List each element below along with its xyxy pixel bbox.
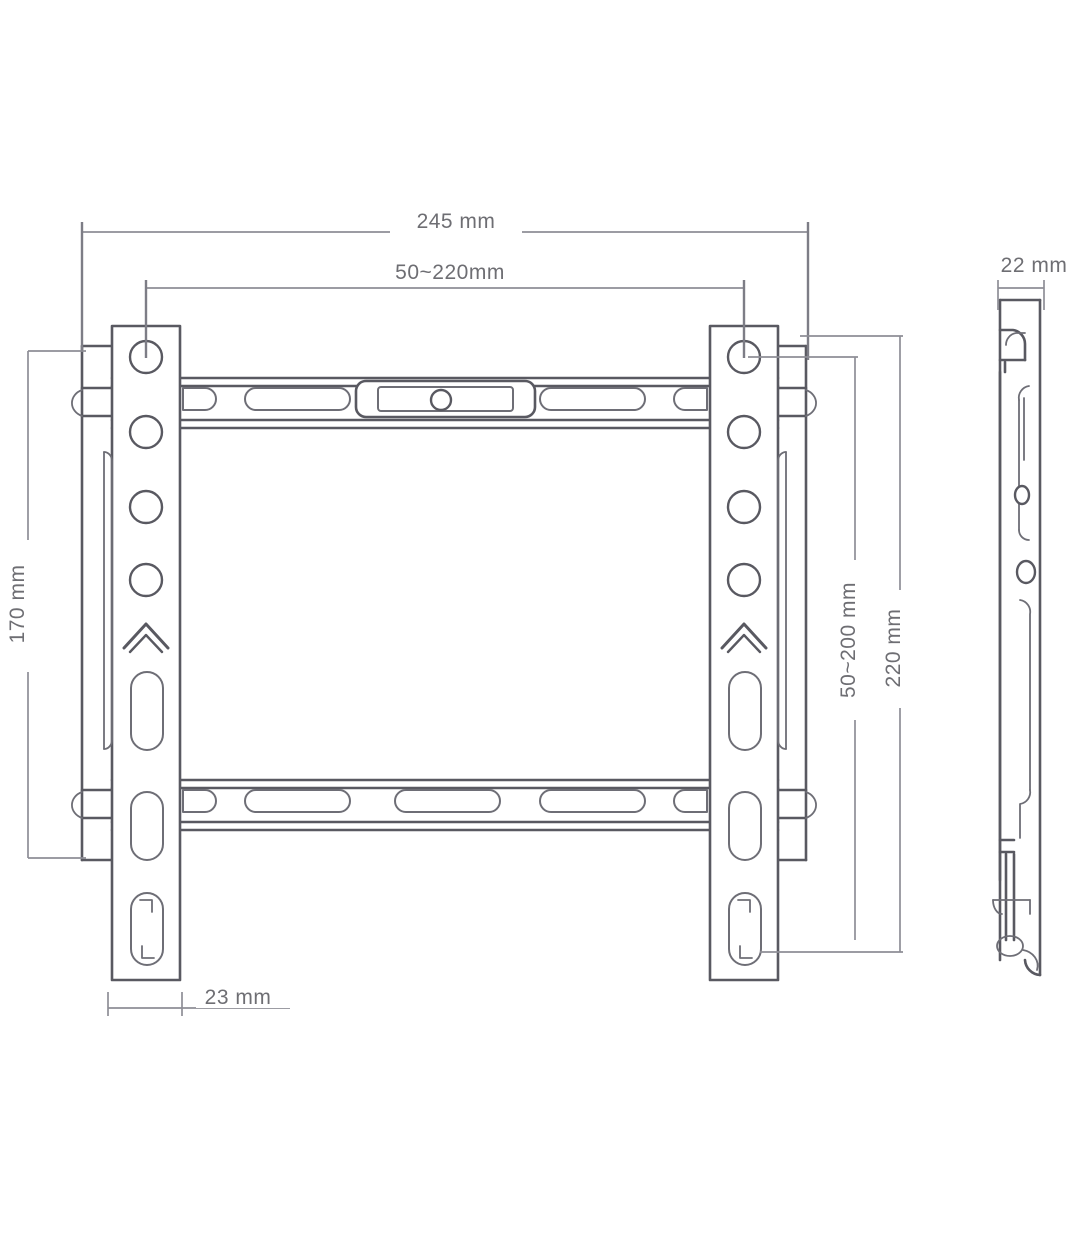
rail-hole <box>726 562 762 598</box>
dimension-label-depth: 22 mm <box>1001 254 1068 277</box>
dimension-label-hole-pattern-height: 50~200 mm <box>837 582 860 698</box>
bubble-level <box>354 379 537 419</box>
dimension-overall-width: 245 mm <box>80 207 810 360</box>
right-vertical-rail <box>708 324 787 982</box>
dimension-label-hole-pattern-width: 50~220mm <box>395 261 505 284</box>
bottom-horizontal-bar <box>110 778 780 832</box>
rail-hole <box>726 489 762 525</box>
rail-slot <box>130 791 164 861</box>
dimension-overall-height-left: 170 mm <box>6 350 86 859</box>
dimension-annotations: 245 mm 50~220mm 170 mm 50~200 mm <box>6 207 1067 1016</box>
top-bar-slot <box>539 387 646 411</box>
side-view <box>992 298 1042 977</box>
rail-hole <box>128 562 164 598</box>
rail-hole <box>128 414 164 450</box>
front-view <box>71 324 817 982</box>
dimension-rail-width: 23 mm <box>107 982 290 1016</box>
chevron-up-icon <box>122 622 170 654</box>
rail-hole <box>726 414 762 450</box>
chevron-up-icon <box>720 622 768 654</box>
dimension-hole-pattern-height: 50~200 mm <box>748 356 864 940</box>
level-bubble-indicator <box>429 388 453 412</box>
rail-slot <box>130 671 164 751</box>
rail-keyhole-slot <box>728 892 762 966</box>
back-plate-outline <box>71 344 817 862</box>
bottom-bar-slot-partial <box>182 789 217 813</box>
bottom-bar-slot <box>539 789 646 813</box>
bottom-bar-slot-partial <box>673 789 708 813</box>
release-cord <box>992 852 1039 971</box>
top-bar-slot <box>244 387 351 411</box>
bottom-bar-slot <box>244 789 351 813</box>
side-view-hole <box>1013 484 1031 506</box>
dimension-label-rail-width: 23 mm <box>205 986 272 1009</box>
rail-keyhole-slot <box>130 892 164 966</box>
top-bar-slot-partial <box>673 387 708 411</box>
dimension-label-overall-height-left: 170 mm <box>6 565 29 644</box>
top-bar-slot-partial <box>182 387 217 411</box>
dimension-label-overall-height-right: 220 mm <box>882 609 905 688</box>
dimension-depth: 22 mm <box>997 254 1068 310</box>
dimension-label-overall-width: 245 mm <box>417 210 496 233</box>
rail-hole <box>128 489 164 525</box>
dimension-hole-pattern-width: 50~220mm <box>144 258 746 358</box>
bottom-bar-slot <box>394 789 501 813</box>
left-vertical-rail <box>103 324 182 982</box>
side-view-hole <box>1015 559 1037 585</box>
rail-slot <box>728 791 762 861</box>
rail-slot <box>728 671 762 751</box>
top-horizontal-bar <box>110 376 780 430</box>
dimension-overall-height-right: 220 mm <box>760 335 910 953</box>
